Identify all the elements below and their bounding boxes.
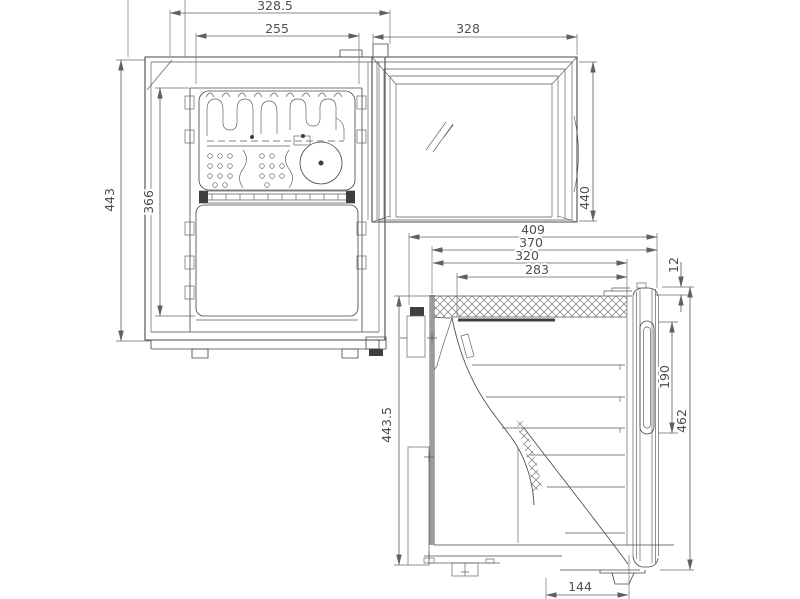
top-hinge-pin-housing: [372, 43, 389, 58]
hinge-back-plate: [406, 315, 426, 358]
door-top-nub: [636, 282, 647, 289]
handle-recess-outer: [639, 320, 655, 435]
plate-hanger-tabs: [205, 92, 343, 98]
evaporator-plate: [198, 90, 356, 191]
bottom-hinge-pin: [369, 349, 383, 356]
side-section-view: [400, 282, 674, 585]
back-insulation-wedge: [433, 316, 453, 371]
dim-label: 328: [456, 21, 480, 36]
dim-side-foot-setback: 144: [545, 555, 630, 599]
compressor-recess-curve: [523, 427, 629, 565]
front-base-step: [599, 570, 646, 574]
dim-label: 320: [515, 248, 539, 263]
front-foot: [611, 572, 635, 585]
dim-label: 462: [674, 409, 689, 433]
dim-label: 443: [102, 188, 117, 212]
dim-label: 443.5: [379, 407, 394, 443]
evap-tube-loops-right: [289, 98, 337, 130]
evap-tube-loop-mid: [260, 100, 278, 134]
evap-tube-drop: [335, 117, 345, 140]
door-frame-miters: [371, 56, 578, 223]
interior-opening: [151, 87, 379, 333]
dim-front-overall-width: 328.5: [169, 0, 391, 56]
wire-shelf: [199, 190, 355, 204]
bottom-hinge-bracket: [365, 336, 387, 350]
dim-side-handle-recess: 190: [655, 321, 678, 434]
dim-front-inner-height: 366: [139, 87, 195, 317]
dim-label: 409: [521, 222, 545, 237]
dim-label: 440: [577, 186, 592, 210]
dim-side-depth-283: 283: [456, 260, 628, 317]
dim-door-width: 328: [372, 19, 578, 55]
door-outline: [371, 56, 578, 223]
thermostat-center: [318, 160, 324, 166]
door-bottom-cap: [632, 555, 659, 568]
dim-label: 144: [568, 579, 592, 594]
cabinet-bottom: [434, 544, 674, 571]
evap-rivet: [301, 134, 305, 138]
door-section: [632, 282, 659, 568]
door-frame-lines: [376, 61, 573, 221]
base-band: [145, 339, 385, 350]
handle-recess-inner: [643, 326, 651, 429]
dim-side-overall-height: 443.5: [377, 295, 430, 566]
dim-front-overall-height: 443: [100, 59, 150, 342]
shelf-lines: [472, 364, 625, 534]
evap-tube-loops-left: [206, 98, 254, 136]
dim-label: 370: [519, 235, 543, 250]
front-view: [144, 43, 389, 359]
drain-holes: [207, 153, 285, 188]
front-foot-right: [341, 348, 359, 359]
liner-back-curve: [451, 317, 535, 506]
dim-label: 190: [657, 365, 672, 389]
dim-label: 366: [141, 190, 156, 214]
dim-side-door-top-offset: 12: [655, 255, 694, 312]
dimensions: 328.5 255 443 366 328 440: [100, 0, 694, 599]
evap-rivet: [250, 135, 254, 139]
hinge-top-bracket: [410, 307, 424, 316]
top-insulation-hatch: [434, 296, 627, 317]
door-open-view: [371, 56, 579, 223]
rear-foot-mark: [461, 563, 469, 576]
dim-label: 12: [666, 257, 681, 273]
glass-hatch-marks: [425, 121, 454, 153]
cabinet-inner-edge: [150, 61, 380, 332]
top-hinge-plate: [339, 49, 363, 58]
dim-side-depth-320: 320: [432, 246, 628, 295]
dim-front-inner-width: 255: [195, 19, 360, 84]
dim-side-door-height: 462: [660, 286, 694, 571]
thermostat-dial: [299, 141, 343, 185]
dim-label: 283: [525, 262, 549, 277]
top-front-step: [603, 287, 632, 296]
rear-pad-2: [485, 558, 495, 564]
thermostat-bulb: [460, 333, 475, 359]
wall-notches: [184, 95, 367, 300]
evap-stamped-ridges: [239, 149, 293, 189]
dim-side-depth-370: 370: [431, 233, 658, 294]
mount-cross-marks: [424, 452, 434, 561]
condenser-panel: [407, 446, 430, 566]
recess-insulation-wedge: [516, 420, 542, 495]
dim-side-overall-depth: 409: [408, 220, 658, 305]
door-edge-curve: [573, 115, 579, 193]
dim-door-height: 440: [575, 61, 597, 222]
lower-compartment: [195, 204, 359, 317]
dim-label: 255: [265, 21, 289, 36]
dim-label: 328.5: [257, 0, 293, 13]
top-left-chamfer: [146, 59, 173, 91]
door-slab-lines: [632, 289, 659, 563]
crop-extension-lines: [127, 0, 186, 57]
front-foot-left: [191, 348, 209, 359]
